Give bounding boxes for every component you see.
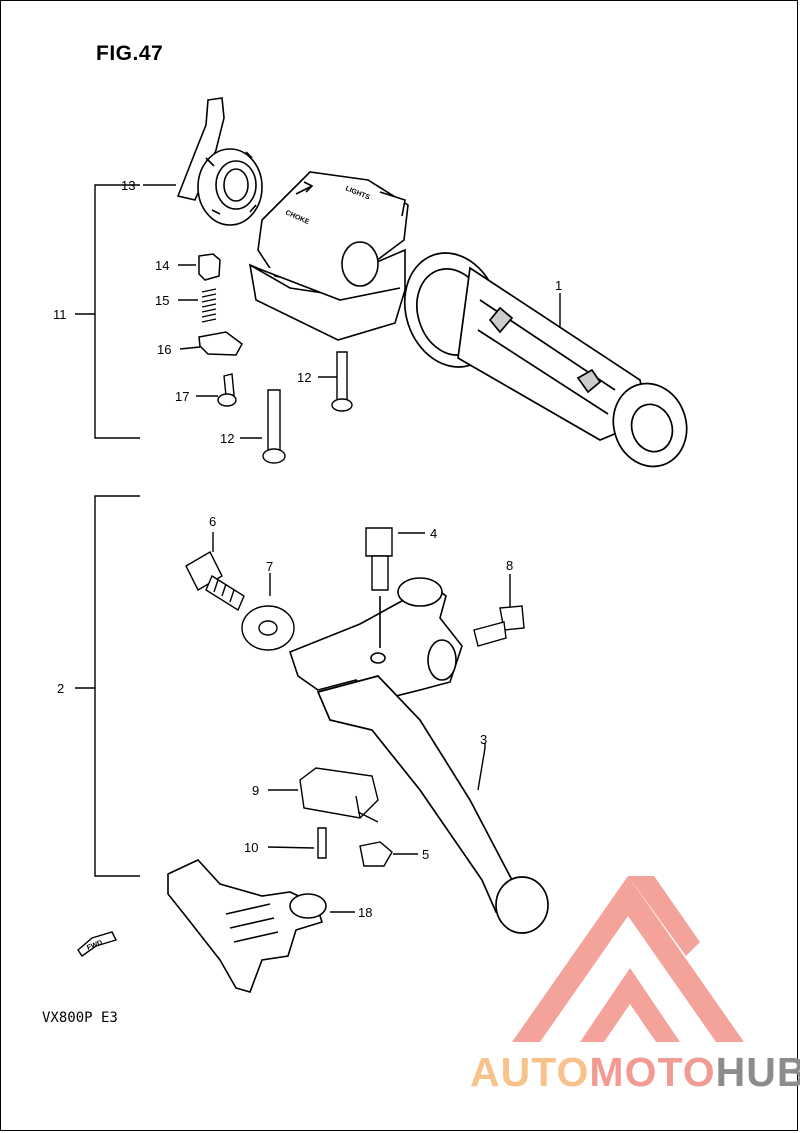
contact-plate-part [198, 331, 243, 356]
callout-9: 9 [252, 783, 260, 798]
watermark-brand: AUTOMOTOHUB [470, 1050, 800, 1094]
switch-cap-part [198, 253, 221, 281]
callout-15: 15 [155, 293, 170, 308]
pivot-bolt-part [365, 527, 393, 591]
callout-8: 8 [506, 558, 514, 573]
long-screw-b-part [262, 389, 286, 464]
leader-16 [179, 346, 201, 350]
adjuster-bolt-part [185, 551, 245, 612]
callout-10: 10 [244, 840, 259, 855]
callout-7: 7 [266, 559, 274, 574]
callout-18: 18 [358, 905, 373, 920]
callout-14: 14 [155, 258, 170, 273]
callout-2: 2 [57, 681, 65, 696]
adjuster-nut-part [241, 605, 295, 651]
lever-boot-part [167, 859, 327, 993]
spring-part [201, 288, 217, 323]
clamp-bolt-part [473, 605, 525, 647]
handlebar-grip-part [403, 252, 688, 468]
watermark-moto: MOTO [589, 1049, 716, 1095]
callout-12a: 12 [297, 370, 312, 385]
nut-part [359, 841, 393, 867]
watermark-hub: HUB [715, 1049, 800, 1095]
callout-1: 1 [555, 278, 563, 293]
callout-12b: 12 [220, 431, 235, 446]
callout-11: 11 [53, 307, 67, 322]
bracket-2 [94, 495, 140, 877]
callout-16: 16 [157, 342, 172, 357]
callout-17: 17 [175, 389, 190, 404]
switch-screw-part [317, 827, 327, 859]
bracket-11 [94, 184, 140, 439]
callout-13: 13 [121, 178, 136, 193]
model-code: VX800P E3 [42, 1010, 118, 1026]
callout-4: 4 [430, 526, 438, 541]
clutch-switch-part [299, 767, 379, 823]
figure-title: FIG.47 [96, 42, 164, 65]
automotohub-logo-icon [512, 876, 744, 1042]
clutch-lever-part [316, 675, 549, 934]
watermark-auto: AUTO [470, 1049, 590, 1095]
cable-guide-part [176, 97, 263, 226]
fwd-arrow-icon [77, 931, 117, 957]
callout-5: 5 [422, 847, 430, 862]
callout-6: 6 [209, 514, 217, 529]
small-screw-part [217, 373, 237, 407]
leader-10 [267, 846, 315, 849]
callout-3: 3 [480, 732, 488, 747]
leader-3 [477, 743, 486, 791]
lever-bracket-part [289, 577, 463, 701]
long-screw-a-part [331, 351, 353, 412]
switch-housing-part [248, 171, 409, 341]
